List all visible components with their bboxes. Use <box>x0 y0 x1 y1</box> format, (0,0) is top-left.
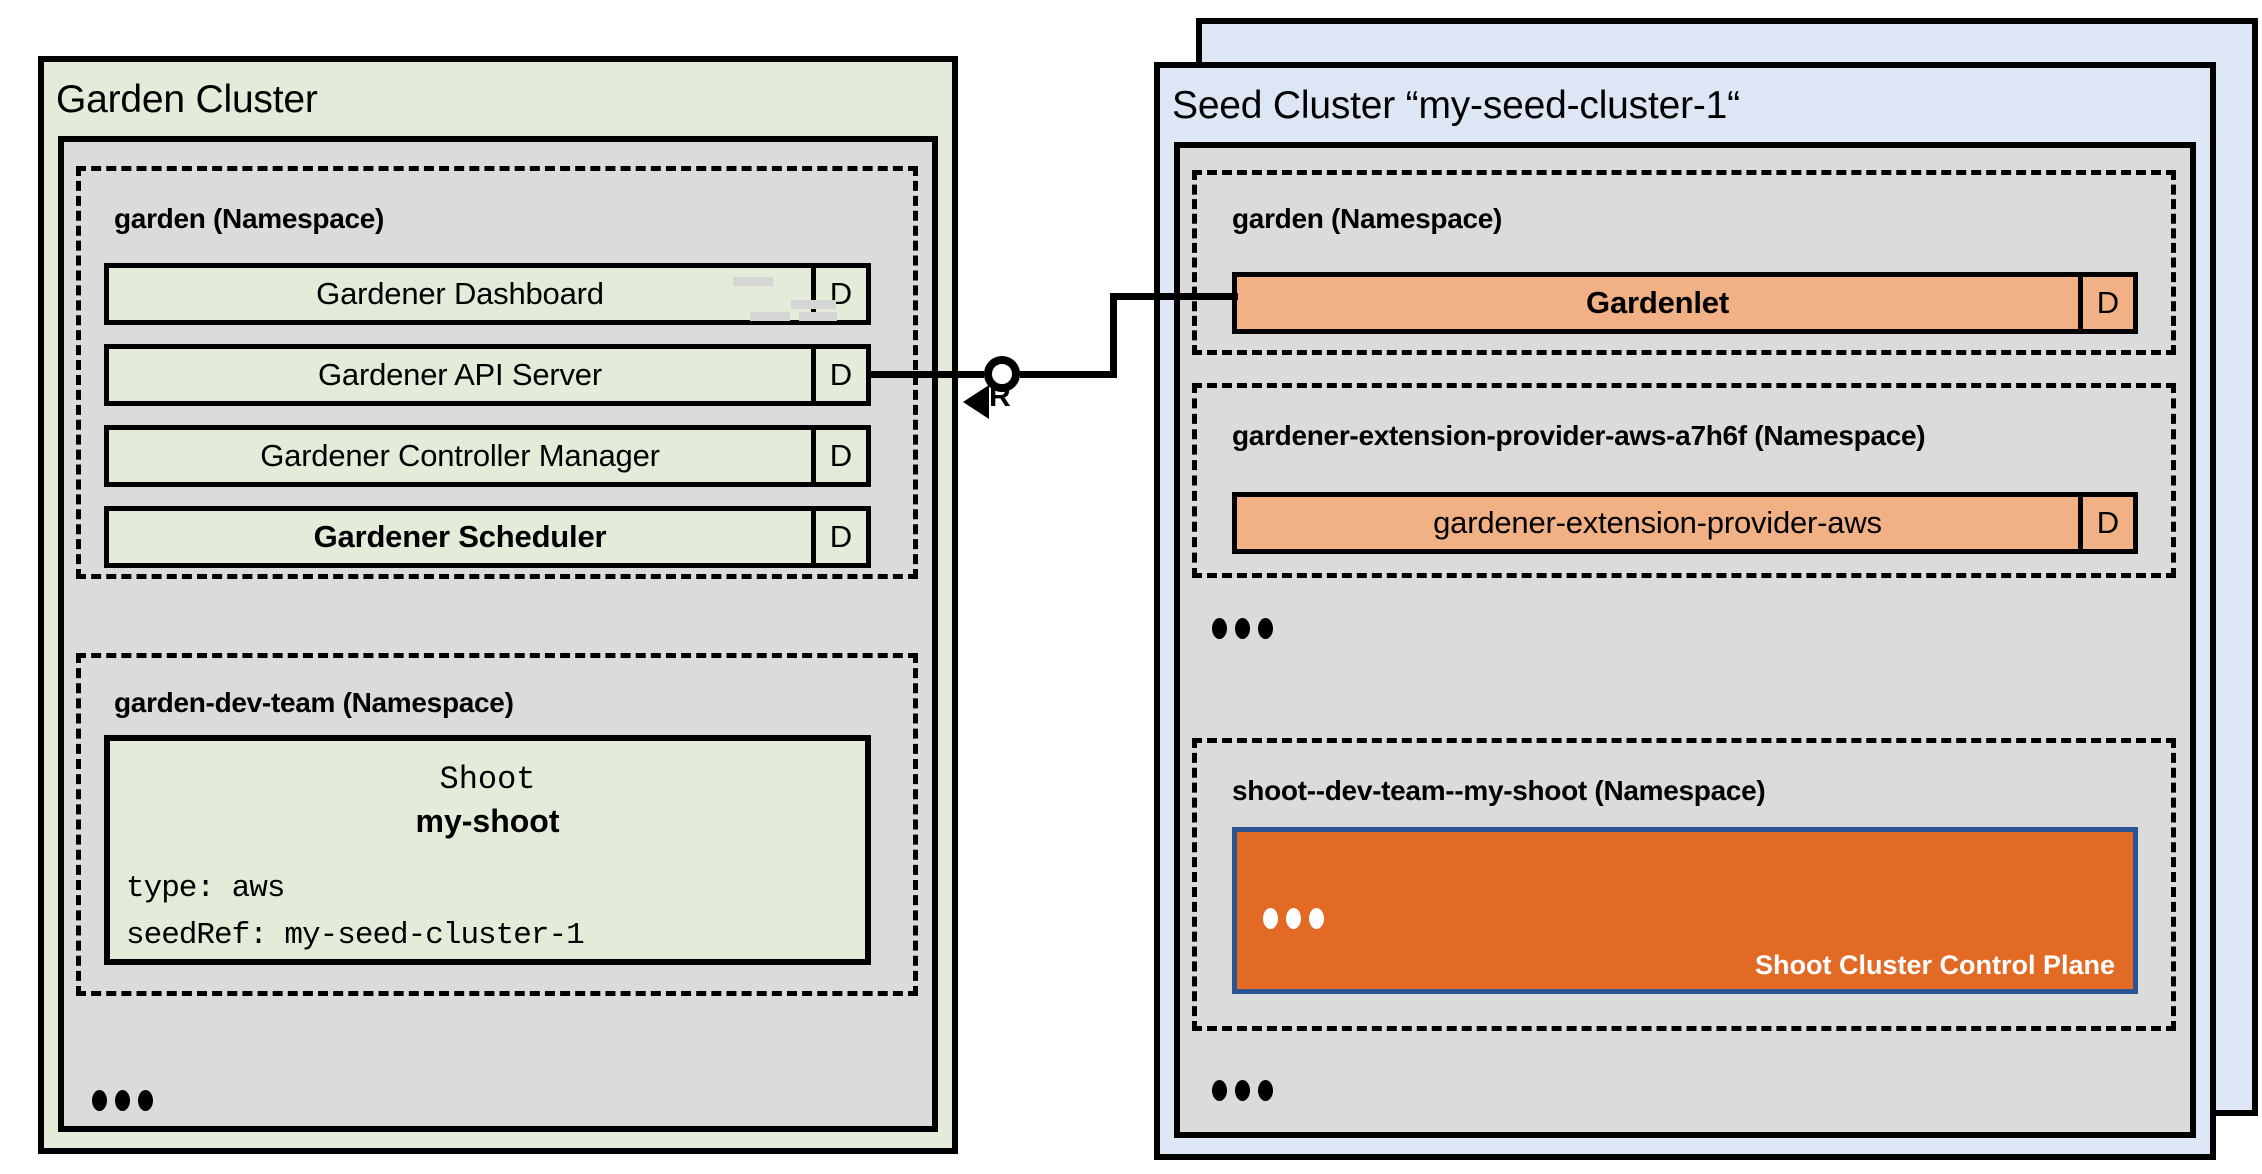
garden-dev-team-namespace-label: garden-dev-team (Namespace) <box>114 687 514 718</box>
connector-segment-mid <box>1020 371 1117 378</box>
shoot-field-type: type: aws <box>126 871 285 906</box>
shoot-resource-box[interactable]: Shoot my-shoot type: aws seedRef: my-see… <box>104 735 871 965</box>
component-gardener-extension-provider-aws[interactable]: gardener-extension-provider-aws D <box>1232 492 2138 554</box>
component-gardener-api-server-badge: D <box>811 349 866 401</box>
garden-dev-team-namespace-box <box>76 653 918 996</box>
shoot-kind-label: Shoot <box>439 761 536 798</box>
component-gardenlet[interactable]: Gardenlet D <box>1232 272 2138 334</box>
component-gardenlet-badge: D <box>2078 277 2133 329</box>
extension-provider-namespace-box <box>1192 383 2176 578</box>
artifact-speck <box>750 312 790 321</box>
shoot-namespace-label: shoot--dev-team--my-shoot (Namespace) <box>1232 775 1766 806</box>
component-gardener-scheduler[interactable]: Gardener Scheduler D <box>104 506 871 568</box>
component-gardener-extension-provider-aws-label: gardener-extension-provider-aws <box>1433 505 1882 540</box>
component-gardener-scheduler-label: Gardener Scheduler <box>313 519 607 554</box>
garden-cluster-more-indicator <box>92 1090 153 1111</box>
connector-segment-left <box>871 371 984 378</box>
component-gardener-controller-manager[interactable]: Gardener Controller Manager D <box>104 425 871 487</box>
seed-cluster-more-indicator-middle <box>1212 618 1273 639</box>
seed-garden-namespace-label: garden (Namespace) <box>1232 203 1503 234</box>
component-gardener-controller-manager-badge: D <box>811 430 866 482</box>
component-gardener-api-server[interactable]: Gardener API Server D <box>104 344 871 406</box>
extension-provider-namespace-label: gardener-extension-provider-aws-a7h6f (N… <box>1232 420 1926 451</box>
artifact-speck <box>791 300 836 309</box>
seed-garden-namespace-box <box>1192 170 2176 355</box>
connector-segment-riser <box>1110 293 1117 378</box>
connector-segment-right <box>1110 293 1238 300</box>
component-gardener-dashboard[interactable]: Gardener Dashboard D <box>104 263 871 325</box>
connector-arrow-icon <box>963 385 989 419</box>
shoot-name-label: my-shoot <box>415 803 560 839</box>
component-gardener-controller-manager-label: Gardener Controller Manager <box>260 438 660 473</box>
seed-cluster-more-indicator-bottom <box>1212 1080 1273 1101</box>
component-gardenlet-label: Gardenlet <box>1586 285 1729 320</box>
connector-marker-label: R <box>989 380 1011 413</box>
seed-cluster-title: Seed Cluster “my-seed-cluster-1“ <box>1172 84 1740 127</box>
shoot-namespace-box <box>1192 738 2176 1031</box>
shoot-field-seedref: seedRef: my-seed-cluster-1 <box>126 918 585 953</box>
artifact-speck <box>733 277 773 286</box>
garden-cluster-title: Garden Cluster <box>56 78 318 121</box>
component-gardener-extension-provider-aws-badge: D <box>2078 497 2133 549</box>
control-plane-more-indicator <box>1263 908 1324 929</box>
garden-namespace-label: garden (Namespace) <box>114 203 385 234</box>
artifact-speck <box>799 312 837 321</box>
component-gardener-scheduler-badge: D <box>811 511 866 563</box>
shoot-cluster-control-plane[interactable]: Shoot Cluster Control Plane <box>1232 827 2138 994</box>
connector-socket-circle <box>984 356 1020 392</box>
control-plane-label: Shoot Cluster Control Plane <box>1754 950 2115 980</box>
component-gardener-api-server-label: Gardener API Server <box>318 357 602 392</box>
component-gardener-dashboard-label: Gardener Dashboard <box>316 276 604 311</box>
